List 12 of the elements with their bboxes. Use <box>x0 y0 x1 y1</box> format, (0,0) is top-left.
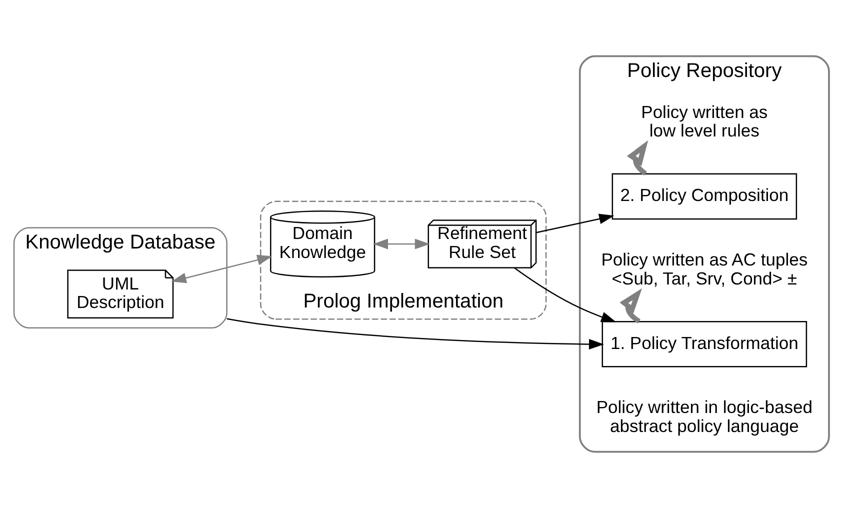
node-text: Policy written in logic-based abstract policy language <box>596 397 812 436</box>
node-text: Policy written as low level rules <box>640 102 768 141</box>
arrow <box>170 254 272 284</box>
arrow <box>626 140 648 176</box>
arrow <box>513 267 616 322</box>
arrow <box>372 238 430 250</box>
arrow <box>226 318 604 350</box>
node-box: 1. Policy Transformation <box>601 320 807 368</box>
node-text: Policy written as AC tuples <Sub, Tar, Srv, Cond> ± <box>600 250 808 288</box>
arrow <box>535 214 614 234</box>
node-box: 2. Policy Composition <box>611 173 797 220</box>
arrow <box>619 288 642 324</box>
